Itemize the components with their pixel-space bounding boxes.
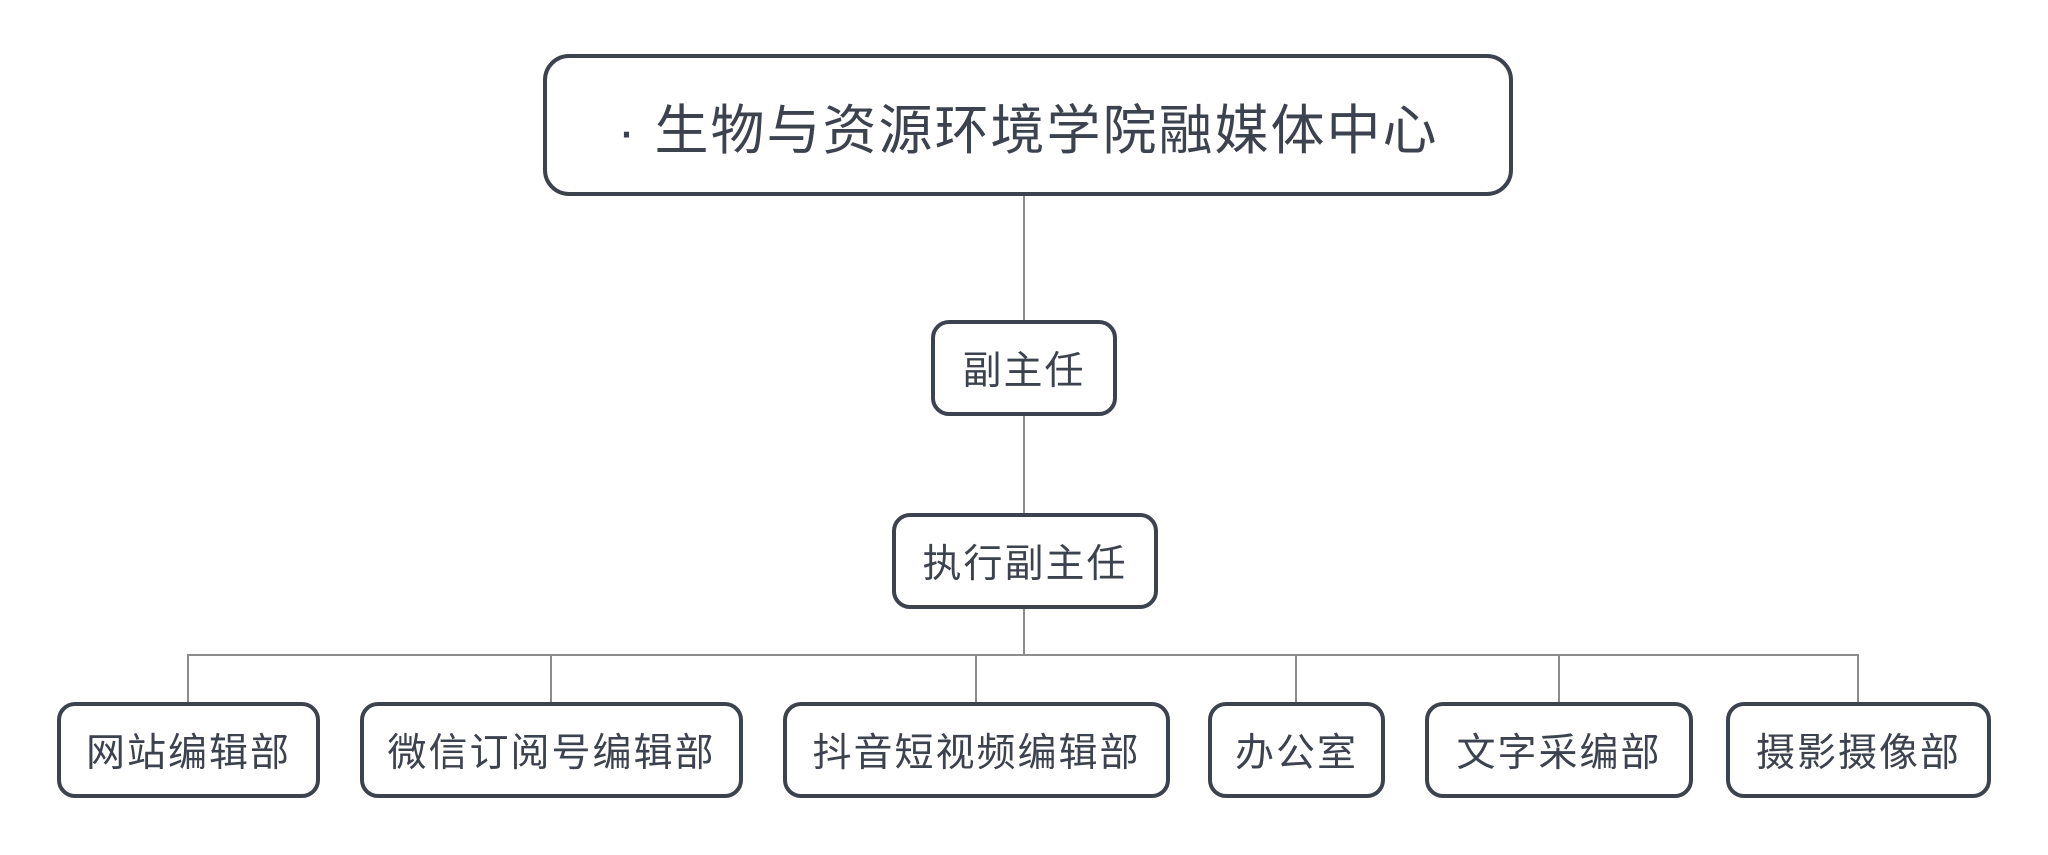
connector-drop-douyin-short-video-editing-dept xyxy=(975,654,977,704)
node-label: · 生物与资源环境学院融媒体中心 xyxy=(617,100,1439,161)
org-node-office[interactable]: 办公室 xyxy=(1208,702,1385,798)
connector-horizontal-bus xyxy=(187,654,1859,656)
node-label: 网站编辑部 xyxy=(85,732,291,775)
org-node-douyin-short-video-editing-dept[interactable]: 抖音短视频编辑部 xyxy=(783,702,1170,798)
org-node-text-editorial-dept[interactable]: 文字采编部 xyxy=(1425,702,1693,798)
org-node-executive-deputy-director[interactable]: 执行副主任 xyxy=(892,513,1158,609)
node-label: 抖音短视频编辑部 xyxy=(812,732,1141,775)
node-label: 办公室 xyxy=(1234,732,1358,775)
connector-drop-wechat-subscription-editing-dept xyxy=(550,654,552,704)
node-label: 副主任 xyxy=(962,350,1086,393)
org-node-photo-video-dept[interactable]: 摄影摄像部 xyxy=(1726,702,1991,798)
connector-deputy-to-executive xyxy=(1023,414,1025,514)
connector-root-to-deputy xyxy=(1023,194,1025,322)
org-node-wechat-subscription-editing-dept[interactable]: 微信订阅号编辑部 xyxy=(360,702,743,798)
connector-drop-photo-video-dept xyxy=(1857,654,1859,704)
node-label: 摄影摄像部 xyxy=(1755,732,1961,775)
org-node-deputy-director[interactable]: 副主任 xyxy=(931,320,1117,416)
node-label: 微信订阅号编辑部 xyxy=(387,732,716,775)
node-label: 文字采编部 xyxy=(1456,732,1662,775)
connector-drop-website-editing-dept xyxy=(187,654,189,704)
connector-drop-office xyxy=(1295,654,1297,704)
org-node-website-editing-dept[interactable]: 网站编辑部 xyxy=(57,702,320,798)
connector-executive-to-bus xyxy=(1023,607,1025,655)
node-label: 执行副主任 xyxy=(922,543,1128,586)
org-node-root-media-center[interactable]: · 生物与资源环境学院融媒体中心 xyxy=(543,54,1513,196)
connector-drop-text-editorial-dept xyxy=(1558,654,1560,704)
